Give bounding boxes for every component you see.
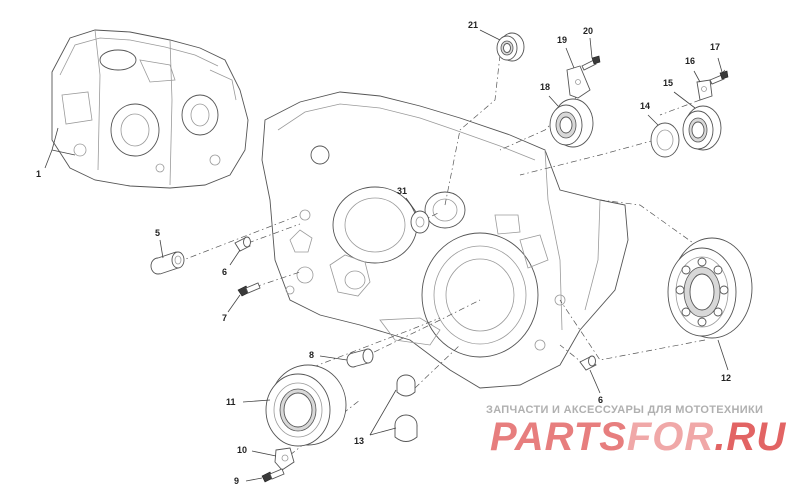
callout-31: 31 (397, 186, 407, 196)
oil-seal-11 (265, 364, 347, 447)
bracket-19 (566, 65, 591, 99)
callout-20: 20 (583, 26, 593, 36)
dowel-pin-6-left (234, 236, 251, 252)
bracket-16 (696, 79, 713, 101)
bearing-21 (496, 32, 525, 62)
dowel-pin-6-right (579, 355, 597, 371)
callout-6-right: 6 (598, 395, 603, 405)
bearing-12 (667, 237, 753, 339)
callout-18: 18 (540, 82, 550, 92)
callout-15: 15 (663, 78, 673, 88)
callout-21: 21 (468, 20, 478, 30)
callout-14: 14 (640, 101, 650, 111)
bushing-5 (150, 251, 185, 275)
watermark-logo-for: FOR (626, 415, 715, 459)
callout-1: 1 (36, 169, 41, 179)
seal-ring-14 (650, 122, 680, 158)
seal-31 (410, 210, 430, 234)
screw-9 (261, 468, 285, 483)
callout-12: 12 (721, 373, 731, 383)
callout-7: 7 (222, 313, 227, 323)
screw-20 (581, 55, 601, 71)
callout-17: 17 (710, 42, 720, 52)
retaining-plate-10 (274, 447, 295, 471)
leader-lines (44, 29, 729, 482)
bearing-18 (549, 98, 594, 148)
watermark-tagline: ЗАПЧАСТИ И АКСЕССУАРЫ ДЛЯ МОТОТЕХНИКИ (486, 404, 764, 416)
callout-5: 5 (155, 228, 160, 238)
callout-8: 8 (309, 350, 314, 360)
callout-10: 10 (237, 445, 247, 455)
callout-9: 9 (234, 476, 239, 486)
crankcase-assembly (51, 29, 249, 189)
screw-17 (709, 70, 729, 85)
callout-13: 13 (354, 436, 364, 446)
bushing-8 (346, 348, 374, 368)
bolt-7 (237, 282, 261, 297)
bushings-13 (394, 374, 418, 442)
callout-6-left: 6 (222, 267, 227, 277)
bearing-balls (675, 257, 729, 327)
callout-11: 11 (226, 397, 236, 407)
watermark-logo-parts: PARTS (490, 415, 627, 459)
callout-19: 19 (557, 35, 567, 45)
crankcase-half (261, 91, 629, 389)
callout-16: 16 (685, 56, 695, 66)
watermark-logo: PARTSFOR.RU (490, 417, 786, 457)
bearing-15 (682, 105, 722, 151)
watermark-logo-domain: .RU (714, 415, 787, 459)
callout-labels: 1 5 6 7 8 9 10 11 12 13 14 15 16 17 18 1… (36, 20, 731, 486)
